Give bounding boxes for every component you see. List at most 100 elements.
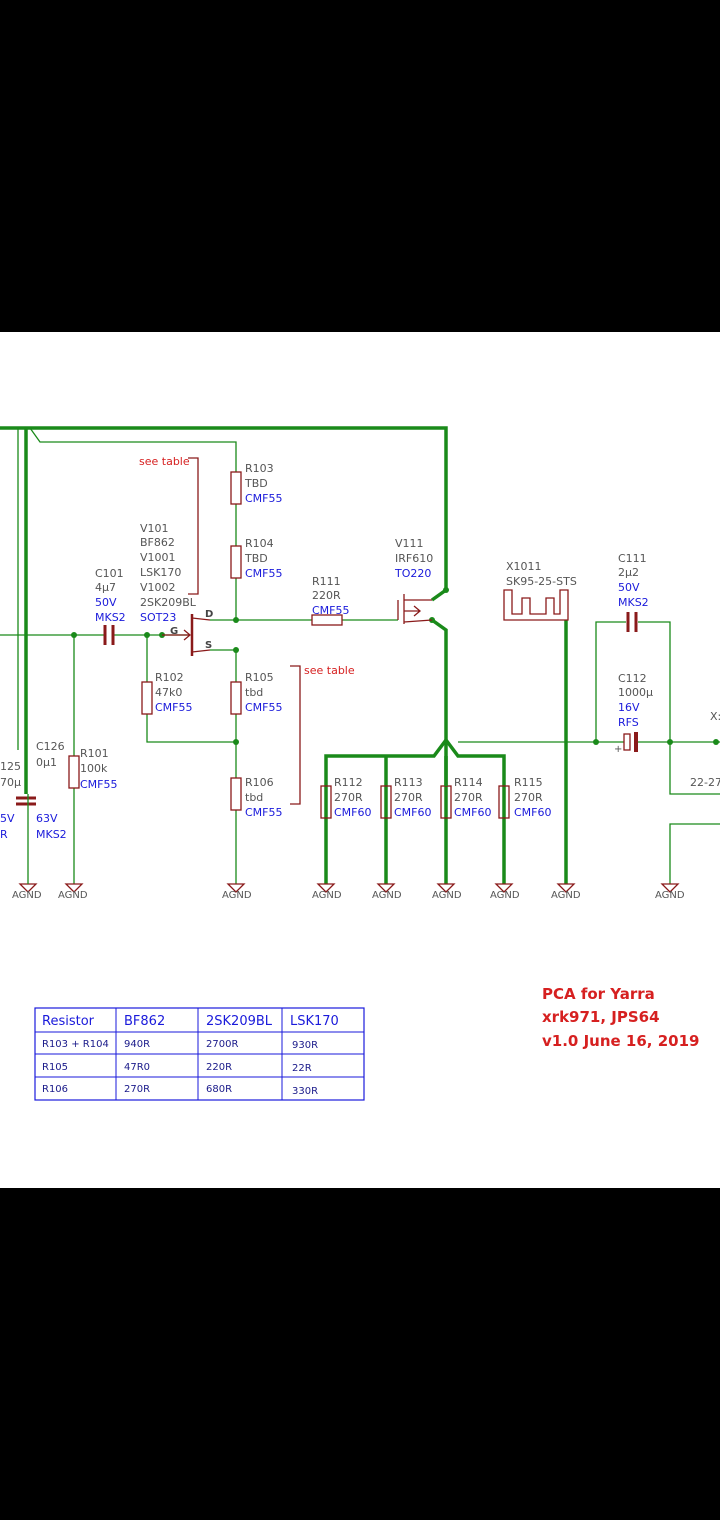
r104-body — [230, 545, 242, 579]
c125-ref: 125 — [0, 760, 21, 773]
agnd-labels: AGND AGND AGND AGND AGND AGND AGND AGND … — [12, 890, 685, 901]
components — [16, 457, 638, 819]
r111-ref: R111 — [312, 575, 341, 588]
agnd-icon — [226, 883, 246, 893]
r113-body — [380, 785, 392, 819]
agnd-label: AGND — [58, 890, 88, 901]
title-line: PCA for Yarra — [542, 985, 655, 1003]
c111-left-wire — [595, 621, 626, 742]
c125-voltage: 5V — [0, 812, 15, 825]
table-grid — [35, 1008, 364, 1100]
v101-line: 2SK209BL — [140, 596, 197, 609]
v111-value: IRF610 — [395, 552, 433, 565]
jfet-pin-d: D — [205, 609, 213, 620]
r111-package: CMF55 — [312, 604, 350, 617]
c126-package: MKS2 — [36, 828, 67, 841]
c101-package: MKS2 — [95, 611, 126, 624]
r104-ref: R104 — [245, 537, 274, 550]
r114-value: 270R — [454, 791, 483, 804]
schematic-diagram: see table see table R103 TBD CMF55 R104 … — [0, 426, 720, 1101]
table-cell: R105 — [42, 1062, 68, 1073]
source-wire — [210, 649, 237, 682]
c112-plus-plate — [623, 733, 631, 751]
r104-package: CMF55 — [245, 567, 283, 580]
see-table-bracket-bottom — [290, 665, 301, 805]
r103-package: CMF55 — [245, 492, 283, 505]
v101-line: V1001 — [140, 551, 176, 564]
c126-ref: C126 — [36, 740, 65, 753]
component-labels: see table see table R103 TBD CMF55 R104 … — [0, 455, 720, 841]
c111-ref: C111 — [618, 552, 647, 565]
table-header: Resistor — [42, 1014, 95, 1029]
table-cell: 680R — [206, 1084, 232, 1095]
c111-right-wire — [638, 621, 671, 742]
agnd-icon — [556, 883, 576, 893]
x1011-value: SK95-25-STS — [506, 575, 577, 588]
c125-value: 70µ — [0, 776, 21, 789]
c126-voltage: 63V — [36, 812, 58, 825]
c112-voltage: 16V — [618, 701, 640, 714]
c126-plates — [16, 796, 36, 806]
r102-package: CMF55 — [155, 701, 193, 714]
c111-value: 2µ2 — [618, 566, 639, 579]
r112-ref: R112 — [334, 776, 363, 789]
mosfet-source-wire — [430, 618, 448, 884]
v101-line: BF862 — [140, 536, 175, 549]
r115-value: 270R — [514, 791, 543, 804]
table-header: LSK170 — [290, 1014, 339, 1029]
r106-body — [230, 777, 242, 811]
agnd-label: AGND — [312, 890, 342, 901]
see-table-bracket-top — [188, 457, 199, 595]
r114-package: CMF60 — [454, 806, 492, 819]
r115-package: CMF60 — [514, 806, 552, 819]
table-header: BF862 — [124, 1014, 165, 1029]
r101-value: 100k — [80, 762, 108, 775]
jfet-pin-s: S — [205, 640, 212, 651]
r112-value: 270R — [334, 791, 363, 804]
resistor-bank-wire — [324, 737, 506, 884]
v101-line: V1002 — [140, 581, 176, 594]
r105-ref: R105 — [245, 671, 274, 684]
agnd-label: AGND — [222, 890, 252, 901]
v101-package: SOT23 — [140, 611, 176, 624]
junction-dot — [233, 647, 239, 653]
c112-ref: C112 — [618, 672, 647, 685]
r103-body — [230, 471, 242, 505]
jfet-pin-g: G — [170, 626, 178, 637]
c112-value: 1000µ — [618, 686, 653, 699]
agnd-label: AGND — [551, 890, 581, 901]
r102-value: 47k0 — [155, 686, 182, 699]
agnd-icon — [376, 883, 396, 893]
table-header: 2SK209BL — [206, 1014, 273, 1029]
table-cell: 940R — [124, 1039, 150, 1050]
r105-package: CMF55 — [245, 701, 283, 714]
r112-package: CMF60 — [334, 806, 372, 819]
output-right-wire — [669, 742, 720, 795]
mosfet-symbol — [397, 594, 433, 624]
r115-ref: R115 — [514, 776, 543, 789]
junction-dot — [233, 617, 239, 623]
c111-plates — [626, 612, 638, 632]
junction-dot — [144, 632, 150, 638]
r101-ref: R101 — [80, 747, 109, 760]
agnd-icon — [494, 883, 514, 893]
r111-body — [311, 614, 343, 626]
table-cell: R103 + R104 — [42, 1039, 109, 1050]
table-cell: 2700R — [206, 1039, 238, 1050]
heatsink-symbol — [503, 589, 569, 621]
r103-ref: R103 — [245, 462, 274, 475]
agnd-label: AGND — [655, 890, 685, 901]
range-label-cut: 22-27 — [690, 776, 720, 789]
r111-value: 220R — [312, 589, 341, 602]
r113-package: CMF60 — [394, 806, 432, 819]
agnd-icon — [64, 883, 84, 893]
table-cell: 270R — [124, 1084, 150, 1095]
agnd-icon — [436, 883, 456, 893]
drain-supply-wire — [29, 427, 237, 472]
wires — [0, 426, 720, 884]
r104-value: TBD — [244, 552, 268, 565]
r101-package: CMF55 — [80, 778, 118, 791]
junction-dots — [71, 587, 719, 745]
r102-bottom-wire — [146, 714, 236, 743]
table-cell: R106 — [42, 1084, 68, 1095]
